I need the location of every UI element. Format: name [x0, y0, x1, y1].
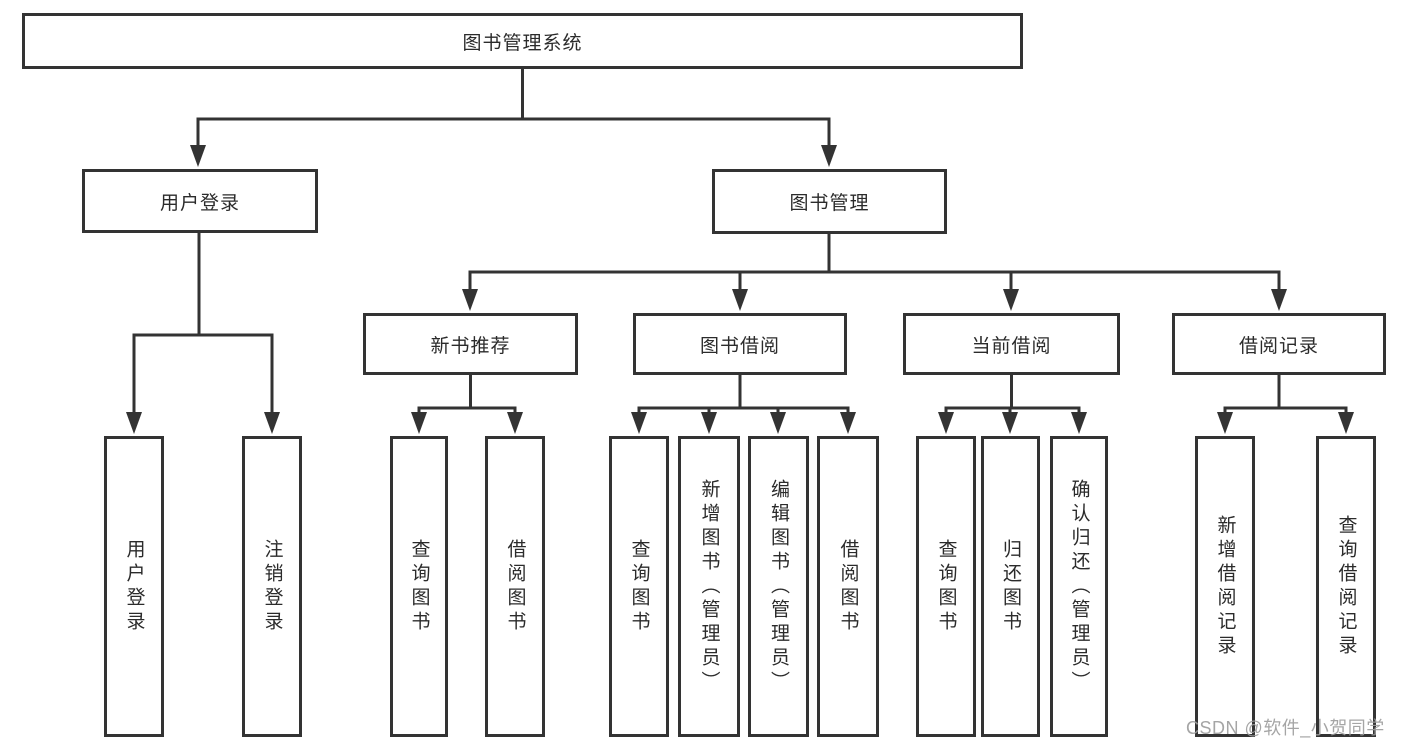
leaf-borrow-books: 借阅图书 — [485, 436, 545, 737]
node-library-management-system: 图书管理系统 — [22, 13, 1023, 69]
node-user-login: 用户登录 — [82, 169, 318, 233]
leaf-query-books-2: 查询图书 — [609, 436, 669, 737]
node-book-management: 图书管理 — [712, 169, 947, 234]
leaf-add-book-admin: 新增图书（管理员） — [678, 436, 740, 737]
node-current-borrowing: 当前借阅 — [903, 313, 1120, 375]
node-borrowing-records: 借阅记录 — [1172, 313, 1386, 375]
leaf-add-borrow-record: 新增借阅记录 — [1195, 436, 1255, 737]
leaf-confirm-return-admin: 确认归还（管理员） — [1050, 436, 1108, 737]
watermark: CSDN @软件_小贺同学 — [1186, 718, 1385, 738]
node-new-book-recommendation: 新书推荐 — [363, 313, 578, 375]
leaf-logout: 注销登录 — [242, 436, 302, 737]
leaf-query-books-3: 查询图书 — [916, 436, 976, 737]
leaf-edit-book-admin: 编辑图书（管理员） — [748, 436, 809, 737]
node-book-borrowing: 图书借阅 — [633, 313, 847, 375]
leaf-return-book: 归还图书 — [981, 436, 1040, 737]
leaf-query-borrow-record: 查询借阅记录 — [1316, 436, 1376, 737]
leaf-query-books: 查询图书 — [390, 436, 448, 737]
leaf-borrow-books-2: 借阅图书 — [817, 436, 879, 737]
leaf-user-login: 用户登录 — [104, 436, 164, 737]
